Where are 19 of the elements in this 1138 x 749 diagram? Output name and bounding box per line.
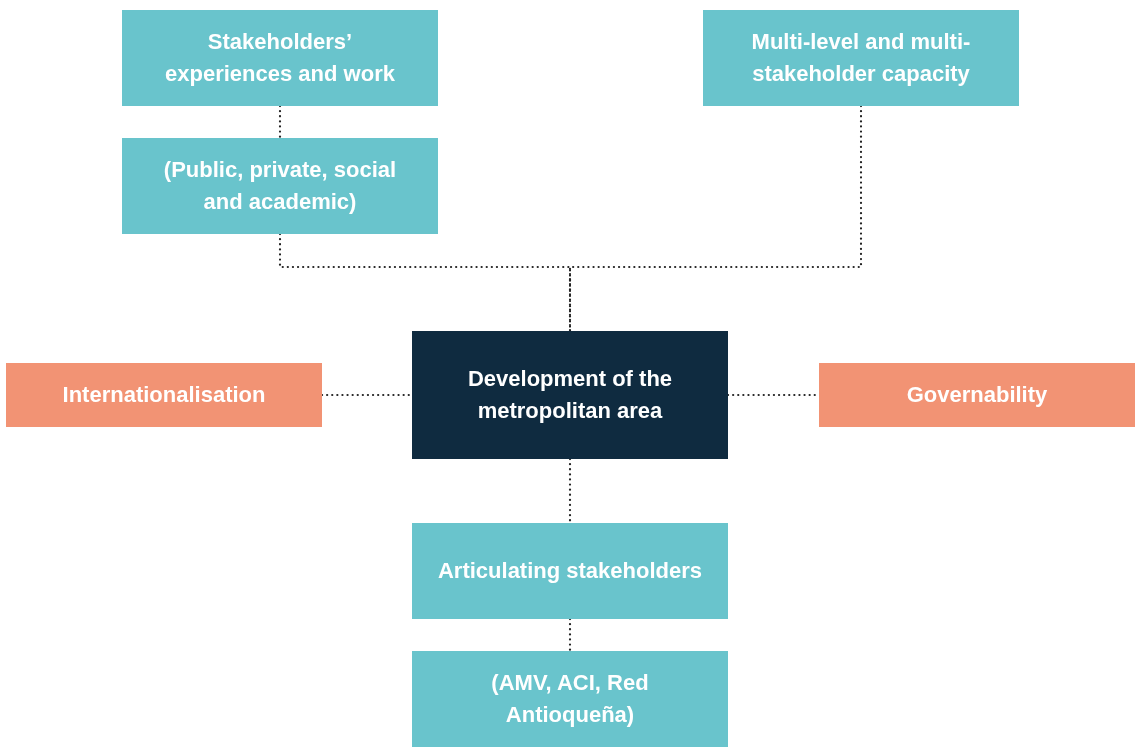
box-label: Development of the metropolitan area — [466, 365, 674, 425]
process-box — [122, 10, 438, 106]
box-label: (Public, private, social and academic) — [162, 156, 398, 216]
process-box — [412, 651, 728, 747]
dotted-connector — [568, 617, 572, 653]
process-box — [412, 331, 728, 459]
dotted-connector — [568, 104, 863, 333]
dotted-connector — [278, 104, 282, 140]
process-box — [122, 138, 438, 234]
box-label: Governability — [906, 381, 1048, 409]
box-label: Internationalisation — [62, 381, 266, 409]
box-label: Stakeholders’ experiences and work — [164, 28, 396, 88]
process-box — [412, 523, 728, 619]
box-label: Multi-level and multi-stakeholder capacity — [750, 28, 972, 88]
box-label: (AMV, ACI, Red Antioqueña) — [490, 669, 650, 729]
process-box — [819, 363, 1135, 427]
box-label: Articulating stakeholders — [437, 557, 703, 585]
process-box — [703, 10, 1019, 106]
process-box — [6, 363, 322, 427]
